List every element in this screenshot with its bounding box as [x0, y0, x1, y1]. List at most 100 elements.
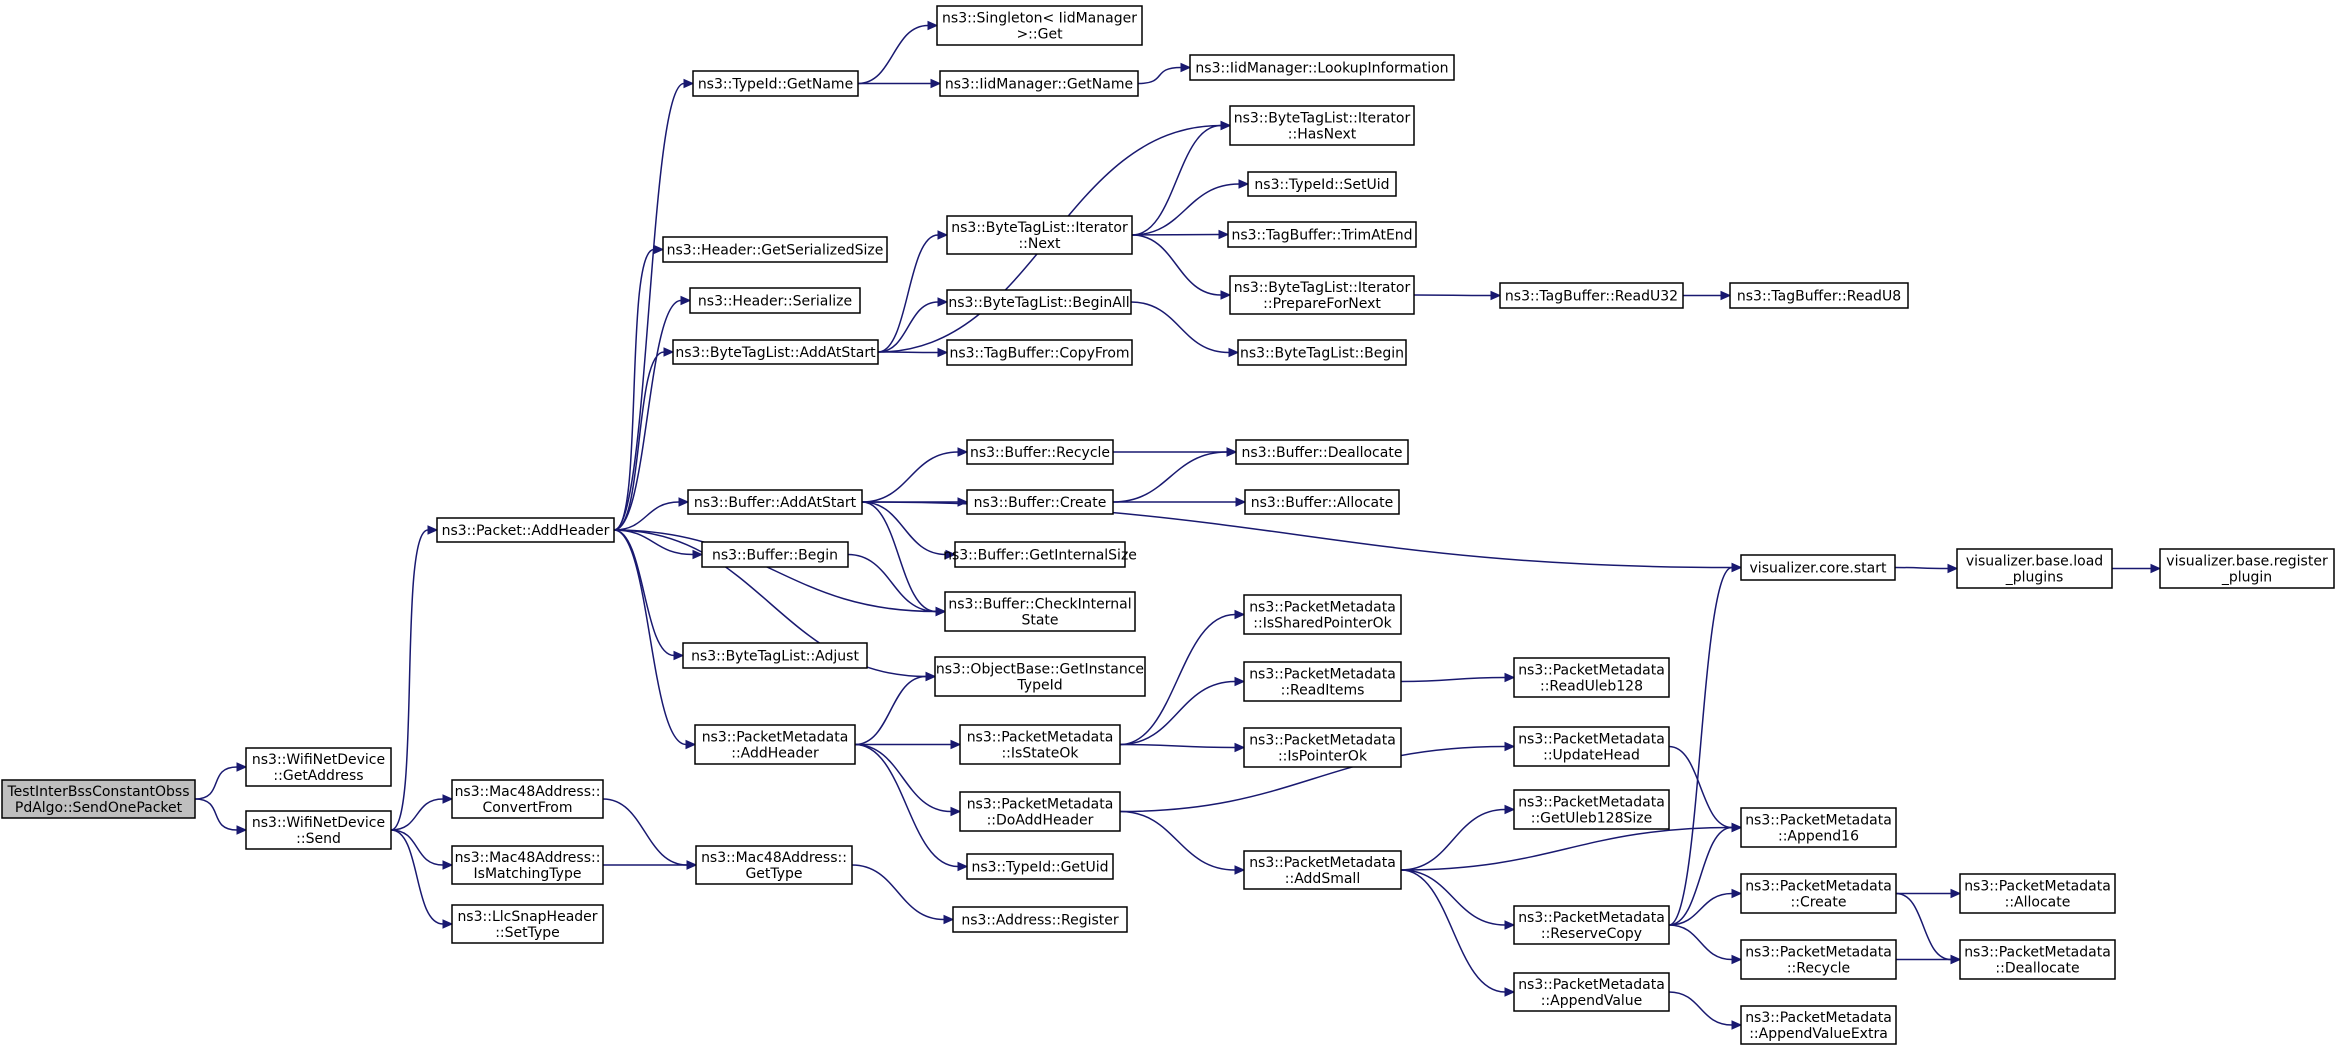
node-btl-begin-all[interactable]: ns3::ByteTagList::BeginAll: [946, 289, 1132, 315]
node-type-id-set-uid[interactable]: ns3::TypeId::SetUid: [1247, 171, 1397, 197]
node-label-line: ConvertFrom: [482, 800, 572, 816]
node-buf-add-at-start[interactable]: ns3::Buffer::AddAtStart: [687, 489, 863, 515]
node-label-line: ns3::TagBuffer::CopyFrom: [949, 346, 1129, 362]
node-pkt-add-header[interactable]: ns3::Packet::AddHeader: [436, 517, 615, 543]
edge-iid-get-name-to-iid-lookup-information: [1137, 62, 1192, 85]
node-buf-begin[interactable]: ns3::Buffer::Begin: [701, 541, 849, 568]
node-box: [451, 904, 604, 944]
node-pm-read-uleb128[interactable]: ns3::PacketMetadata::ReadUleb128: [1513, 657, 1670, 698]
node-label-line: ::PrepareForNext: [1263, 296, 1381, 312]
node-label-line: ns3::IidManager::LookupInformation: [1195, 61, 1448, 77]
node-label-line: ns3::Buffer::Allocate: [1251, 495, 1394, 511]
node-label-line: ns3::PacketMetadata: [1745, 813, 1892, 829]
node-btl-iter-next[interactable]: ns3::ByteTagList::Iterator::Next: [946, 215, 1133, 255]
node-label-line: ns3::Header::GetSerializedSize: [667, 243, 884, 259]
node-box: [672, 339, 879, 365]
edge-wf-send-to-mac-is-matching-type: [390, 829, 454, 870]
node-addr-register[interactable]: ns3::Address::Register: [952, 906, 1128, 933]
node-label-line: ns3::Packet::AddHeader: [442, 523, 610, 539]
edge-buf-add-at-start-to-buf-get-internal-size: [861, 501, 957, 560]
node-pm-append-value[interactable]: ns3::PacketMetadata::AppendValue: [1513, 972, 1670, 1012]
node-type-id-get-name[interactable]: ns3::TypeId::GetName: [692, 70, 859, 97]
node-btl-begin[interactable]: ns3::ByteTagList::Begin: [1237, 339, 1407, 366]
node-box: [966, 439, 1114, 465]
edge-pm-reserve-copy-to-pm-recycle: [1668, 924, 1743, 965]
node-type-id-get-uid[interactable]: ns3::TypeId::GetUid: [966, 853, 1114, 880]
edge-type-id-get-name-to-iid-get-name: [858, 78, 942, 89]
node-btl-iter-prepare-for-next[interactable]: ns3::ByteTagList::Iterator::PrepareForNe…: [1229, 275, 1415, 315]
edge-pm-recycle-to-pm-deallocate: [1896, 954, 1962, 965]
node-box: [1229, 105, 1415, 146]
node-box: [966, 489, 1114, 515]
node-buf-deallocate[interactable]: ns3::Buffer::Deallocate: [1235, 439, 1409, 465]
node-pm-create[interactable]: ns3::PacketMetadata::Create: [1740, 873, 1897, 914]
node-iid-get-name[interactable]: ns3::IidManager::GetName: [939, 70, 1139, 97]
node-label-line: ns3::Buffer::GetInternalSize: [943, 548, 1137, 564]
node-pm-do-add-header[interactable]: ns3::PacketMetadata::DoAddHeader: [959, 791, 1121, 832]
node-mac-get-type[interactable]: ns3::Mac48Address::GetType: [695, 845, 853, 885]
node-pm-append-value-extra[interactable]: ns3::PacketMetadata::AppendValueExtra: [1740, 1005, 1897, 1045]
edge-root-to-wf-get-address: [194, 762, 248, 800]
node-box: [245, 810, 392, 850]
node-pm-is-pointer-ok[interactable]: ns3::PacketMetadata::IsPointerOk: [1243, 727, 1402, 768]
node-label-line: ns3::Address::Register: [961, 913, 1119, 929]
edge-pm-is-state-ok-to-pm-is-shared-pointer-ok: [1119, 609, 1246, 746]
node-btl-iter-has-next[interactable]: ns3::ByteTagList::Iterator::HasNext: [1229, 105, 1415, 146]
node-buf-allocate[interactable]: ns3::Buffer::Allocate: [1244, 489, 1400, 515]
node-pm-allocate[interactable]: ns3::PacketMetadata::Allocate: [1959, 873, 2116, 914]
node-mac-convert-from[interactable]: ns3::Mac48Address::ConvertFrom: [451, 779, 604, 819]
node-buf-create[interactable]: ns3::Buffer::Create: [966, 489, 1114, 515]
node-hdr-serialize[interactable]: ns3::Header::Serialize: [689, 287, 861, 314]
node-box: [1247, 171, 1397, 197]
node-mac-is-matching-type[interactable]: ns3::Mac48Address::IsMatchingType: [451, 845, 604, 885]
node-pm-add-small[interactable]: ns3::PacketMetadata::AddSmall: [1243, 850, 1402, 890]
node-hdr-get-serialized-size[interactable]: ns3::Header::GetSerializedSize: [662, 236, 888, 263]
node-tb-copy-from[interactable]: ns3::TagBuffer::CopyFrom: [946, 339, 1133, 366]
node-singleton-get[interactable]: ns3::Singleton< IidManager >::Get: [936, 5, 1143, 46]
edge-btl-iter-next-to-type-id-set-uid: [1131, 179, 1250, 236]
node-iid-lookup-information[interactable]: ns3::IidManager::LookupInformation: [1189, 54, 1455, 81]
edge-pm-append-value-to-pm-append-value-extra: [1668, 991, 1743, 1030]
node-label-line: >::Get: [1016, 27, 1063, 43]
node-viz-load-plugins[interactable]: visualizer.base.load_plugins: [1956, 548, 2113, 589]
node-label-line: ns3::ObjectBase::GetInstance: [936, 662, 1144, 678]
node-buf-get-internal-size[interactable]: ns3::Buffer::GetInternalSize: [943, 541, 1137, 568]
node-btl-add-at-start[interactable]: ns3::ByteTagList::AddAtStart: [672, 339, 879, 365]
node-label-line: ns3::PacketMetadata: [1745, 1010, 1892, 1026]
node-pm-append16[interactable]: ns3::PacketMetadata::Append16: [1740, 807, 1897, 848]
node-box: [1513, 905, 1670, 945]
node-btl-adjust[interactable]: ns3::ByteTagList::Adjust: [682, 642, 868, 669]
node-box: [451, 845, 604, 885]
node-pm-is-state-ok[interactable]: ns3::PacketMetadata::IsStateOk: [959, 724, 1121, 765]
node-llc-set-type[interactable]: ns3::LlcSnapHeader::SetType: [451, 904, 604, 944]
edge-pm-reserve-copy-to-viz-core-start: [1668, 562, 1743, 926]
node-pm-read-items[interactable]: ns3::PacketMetadata::ReadItems: [1243, 661, 1402, 702]
node-pm-deallocate[interactable]: ns3::PacketMetadata::Deallocate: [1959, 939, 2116, 980]
node-box: [1243, 727, 1402, 768]
node-box: [1729, 282, 1909, 309]
node-label-line: ns3::PacketMetadata: [1964, 879, 2111, 895]
node-pm-add-header[interactable]: ns3::PacketMetadata::AddHeader: [694, 724, 856, 765]
node-label-line: ns3::PacketMetadata: [1249, 600, 1396, 616]
node-label-line: ns3::PacketMetadata: [1518, 795, 1665, 811]
edge-pkt-add-header-to-btl-add-at-start: [613, 347, 675, 531]
node-buf-recycle[interactable]: ns3::Buffer::Recycle: [966, 439, 1114, 465]
node-wf-send[interactable]: ns3::WifiNetDevice::Send: [245, 810, 392, 850]
node-pm-reserve-copy[interactable]: ns3::PacketMetadata::ReserveCopy: [1513, 905, 1670, 945]
node-root[interactable]: TestInterBssConstantObssPdAlgo::SendOneP…: [1, 779, 196, 819]
node-viz-core-start[interactable]: visualizer.core.start: [1740, 554, 1896, 581]
node-label-line: ::Next: [1018, 236, 1061, 252]
node-tb-read-u8[interactable]: ns3::TagBuffer::ReadU8: [1729, 282, 1909, 309]
node-pm-recycle[interactable]: ns3::PacketMetadata::Recycle: [1740, 939, 1897, 980]
node-pm-update-head[interactable]: ns3::PacketMetadata::UpdateHead: [1513, 726, 1670, 767]
node-pm-is-shared-pointer-ok[interactable]: ns3::PacketMetadata::IsSharedPointerOk: [1243, 594, 1402, 635]
node-label-line: ns3::ByteTagList::Begin: [1240, 346, 1404, 362]
node-tb-read-u32[interactable]: ns3::TagBuffer::ReadU32: [1499, 282, 1684, 309]
node-wf-get-address[interactable]: ns3::WifiNetDevice::GetAddress: [245, 747, 392, 787]
node-viz-register-plugin[interactable]: visualizer.base.register_plugin: [2159, 548, 2335, 589]
node-box: [1959, 873, 2116, 914]
node-tb-trim-at-end[interactable]: ns3::TagBuffer::TrimAtEnd: [1227, 221, 1417, 248]
node-pm-get-uleb128-size[interactable]: ns3::PacketMetadata::GetUleb128Size: [1513, 789, 1670, 830]
